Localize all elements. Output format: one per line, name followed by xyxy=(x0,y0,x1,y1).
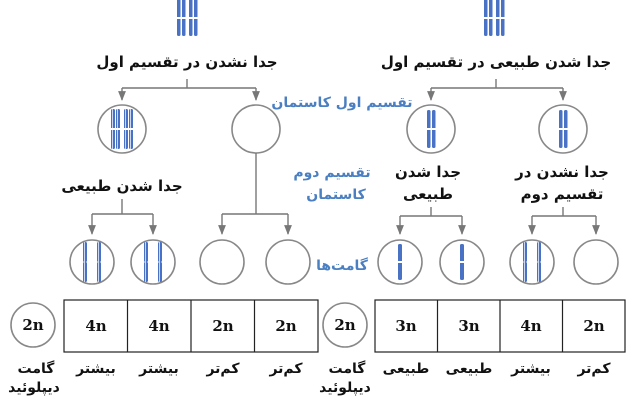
right-parent-label: جدا شدن طبیعی در تقسیم اول xyxy=(381,53,611,71)
meiosis2-label-line2: کاستمان xyxy=(306,187,366,203)
right-sub-right-label-line1: جدا نشدن در xyxy=(514,163,609,181)
left-ploidy-boxes: 4n 4n 2n 2n xyxy=(63,299,319,353)
right-box-3-caption: بیشتر xyxy=(510,361,551,377)
right-sub-left-label-line2: طبیعی xyxy=(403,185,453,203)
gamete-cell-5 xyxy=(377,239,423,285)
svg-text:2n: 2n xyxy=(22,316,43,334)
left-box-3-value: 2n xyxy=(212,317,233,335)
meiosis2-connectors xyxy=(88,153,600,235)
gamete-cell-3-empty xyxy=(199,239,245,285)
right-sub-left-label-line1: جدا شدن xyxy=(395,163,461,181)
right-box-3-value: 4n xyxy=(520,317,541,335)
right-sub-right-label-line2: تقسیم دوم xyxy=(521,185,604,203)
right-ploidy-boxes: 3n 3n 4n 2n xyxy=(374,299,626,353)
left-box-2-value: 4n xyxy=(148,317,169,335)
diploid-left-caption-line1: گامت xyxy=(18,360,56,377)
right-box-4-caption: کم‌تر xyxy=(576,361,611,377)
left-box-3-caption: کم‌تر xyxy=(205,361,240,377)
gametes-label: گامت‌ها xyxy=(316,257,369,274)
meiosis1-connectors xyxy=(118,79,567,101)
left-box-4-value: 2n xyxy=(275,317,296,335)
gamete-cell-8-empty xyxy=(573,239,619,285)
left-box-4-caption: کم‌تر xyxy=(268,361,303,377)
gamete-cell-2 xyxy=(130,239,176,285)
gamete-cell-7 xyxy=(509,239,555,285)
cell-left-b-empty xyxy=(231,104,281,154)
diploid-gamete-right: 2n xyxy=(322,302,368,348)
right-box-2-value: 3n xyxy=(458,317,479,335)
left-box-1-caption: بیشتر xyxy=(75,361,116,377)
cell-right-a xyxy=(406,104,456,154)
svg-text:2n: 2n xyxy=(334,316,355,334)
right-box-4-value: 2n xyxy=(583,317,604,335)
right-box-2-caption: طبیعی xyxy=(446,361,493,377)
gamete-cell-4-empty xyxy=(265,239,311,285)
diploid-right-caption-line1: گامت xyxy=(329,360,367,377)
left-parent-label: جدا نشدن در تقسیم اول xyxy=(96,53,277,71)
top-left-chromosomes-icon xyxy=(176,0,199,36)
cell-right-b xyxy=(538,104,588,154)
top-right-chromosomes-icon xyxy=(483,0,506,36)
diploid-right-caption-line2: دیپلوئید xyxy=(319,380,371,396)
gamete-cell-1 xyxy=(69,239,115,285)
right-box-1-value: 3n xyxy=(395,317,416,335)
diploid-left-caption-line2: دیپلوئید xyxy=(8,380,60,396)
right-box-1-caption: طبیعی xyxy=(383,361,430,377)
left-box-2-caption: بیشتر xyxy=(138,361,179,377)
cell-left-a xyxy=(97,104,147,154)
meiosis1-label: تقسیم اول کاستمان xyxy=(271,95,412,111)
diploid-gamete-left: 2n xyxy=(10,302,56,348)
left-sub-label: جدا شدن طبیعی xyxy=(61,177,182,195)
left-box-1-value: 4n xyxy=(85,317,106,335)
meiosis2-label-line1: تقسیم دوم xyxy=(293,165,370,181)
gamete-cell-6 xyxy=(439,239,485,285)
